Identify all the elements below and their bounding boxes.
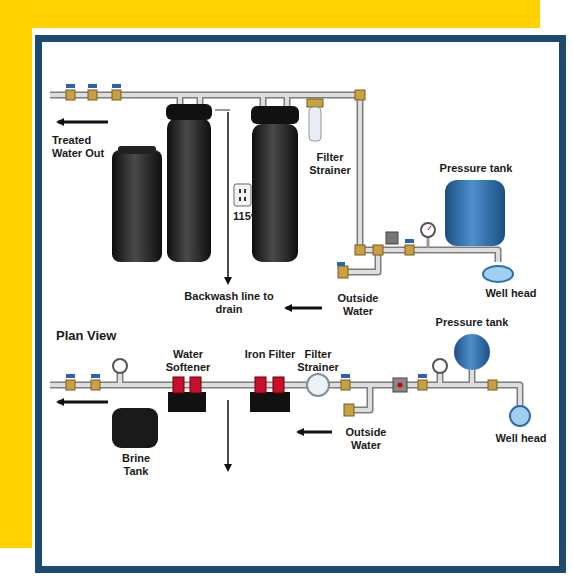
switch-dot (398, 383, 403, 388)
pressure-gauge (433, 359, 447, 373)
valve (418, 380, 427, 390)
brine-lid (118, 146, 156, 154)
valve (91, 380, 100, 390)
outlet-slot (239, 189, 241, 193)
drain-arrow (227, 112, 229, 283)
control-head (251, 106, 299, 124)
pressure-tank (454, 334, 490, 370)
brine-tank (112, 150, 162, 262)
electrical-outlet (234, 184, 251, 206)
valve-handle (88, 84, 97, 88)
part-label: Treated Water Out (52, 134, 112, 160)
outlet-slot (239, 197, 241, 201)
iron-filter-tank (252, 124, 298, 262)
part-label: Iron Filter (243, 348, 297, 361)
part-label: Pressure tank (428, 316, 516, 329)
flow-arrow (286, 307, 322, 310)
section-heading: Plan View (56, 328, 166, 344)
drain-hose (215, 110, 230, 111)
part-label: Well head (488, 432, 554, 445)
flow-arrow (298, 431, 332, 434)
part-label: Filter Strainer (290, 348, 346, 374)
control-valve (173, 377, 184, 393)
part-label: Well head (478, 287, 544, 300)
fitting (355, 90, 365, 100)
strainer-bowl (309, 107, 321, 141)
valve-handle (66, 374, 75, 378)
spigot (344, 404, 354, 416)
fitting (373, 245, 383, 255)
part-label: Outside Water (330, 292, 386, 318)
valve (112, 90, 121, 100)
valve-handle (91, 374, 100, 378)
pressure-switch (386, 232, 398, 244)
pipe (50, 95, 498, 272)
spigot (338, 266, 348, 278)
gauge-needle (428, 226, 431, 230)
pipe (50, 95, 498, 272)
part-label: Outside Water (338, 426, 394, 452)
valve (66, 84, 414, 278)
valve (88, 90, 97, 100)
strainer-head (307, 99, 323, 107)
well-head (510, 406, 530, 426)
iron-filter-tank (250, 392, 290, 412)
control-head (166, 104, 212, 120)
control-valve (190, 377, 201, 393)
frame (39, 39, 563, 570)
valve-handle (405, 239, 414, 243)
yellow-band (0, 0, 32, 548)
brine-tank (112, 408, 158, 448)
fitting (355, 245, 365, 255)
part-label: Filter Strainer (302, 151, 358, 177)
outlet-slot (244, 197, 246, 201)
well-head (483, 266, 513, 282)
yellow-band (0, 0, 540, 28)
valve (66, 90, 75, 100)
valve-handle (418, 374, 427, 378)
filter-strainer (307, 374, 329, 396)
part-label: Backwash line to drain (180, 290, 278, 316)
part-label: Brine Tank (108, 452, 164, 478)
pressure-switch (393, 378, 407, 392)
part-label: Water Softener (158, 348, 218, 374)
drain-arrow (227, 400, 229, 470)
softener-tank (168, 392, 206, 412)
outlet-slot (244, 189, 246, 193)
control-valve (255, 377, 266, 393)
flow-arrow (58, 401, 108, 404)
softener-tank (167, 118, 211, 262)
flow-arrow (58, 121, 108, 124)
pressure-gauge (113, 359, 127, 373)
valve (405, 245, 414, 255)
pressure-tank (445, 180, 505, 246)
valve (341, 380, 350, 390)
valve (66, 380, 75, 390)
spigot-handle (337, 262, 345, 266)
pressure-gauge (421, 223, 435, 237)
part-label: 115v (233, 210, 263, 223)
control-valve (273, 377, 284, 393)
valve-handle (66, 84, 75, 88)
valve-handle (112, 84, 121, 88)
pipe (50, 95, 498, 272)
valve (488, 380, 497, 390)
valve-handle (341, 374, 350, 378)
part-label: Pressure tank (428, 162, 524, 175)
